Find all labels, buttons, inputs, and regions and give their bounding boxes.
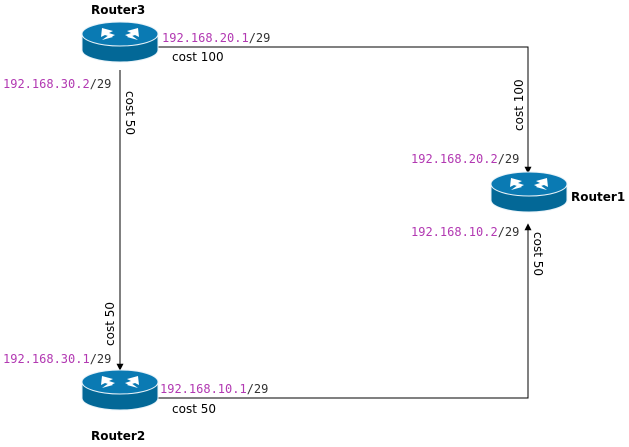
ip-router1-to-router3: 192.168.20.2/29 [411,152,519,166]
router1-label: Router1 [571,190,625,204]
ip-router3-to-router1: 192.168.20.1/29 [162,31,270,45]
link-router2-router1 [158,223,532,399]
cost-label-router3-router2-upper: cost 50 [123,91,137,135]
ip-router3-to-router2: 192.168.30.2/29 [3,77,111,91]
router1-icon[interactable] [490,171,568,213]
cost-label-router2-router1-vertical: cost 50 [531,232,545,276]
cost-label-router3-router2-lower: cost 50 [103,302,117,346]
cost-label-router2-router1: cost 50 [172,402,216,416]
cost-label-router3-router1-vertical: cost 100 [512,79,526,131]
ip-router2-to-router1: 192.168.10.1/29 [160,382,268,396]
router2-icon[interactable] [81,369,159,411]
link-router3-router1 [157,46,532,174]
cost-label-router3-router1: cost 100 [172,50,224,64]
router2-label: Router2 [91,429,145,443]
ip-router1-to-router2: 192.168.10.2/29 [411,225,519,239]
router3-icon[interactable] [81,21,159,63]
router3-label: Router3 [91,3,145,17]
ip-router2-to-router3: 192.168.30.1/29 [3,352,111,366]
